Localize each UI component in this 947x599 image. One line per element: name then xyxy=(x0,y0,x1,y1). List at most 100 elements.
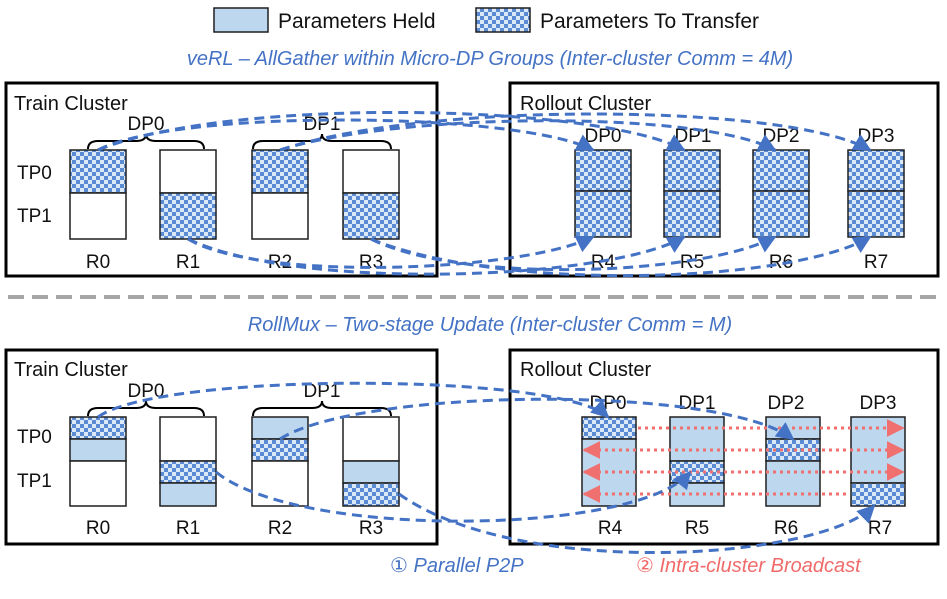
top-r7-tp1-cell xyxy=(847,190,905,238)
top-r3-tp0-cell xyxy=(342,149,400,194)
top-train-cluster-label: Train Cluster xyxy=(14,93,128,115)
bottom-rollout-dp3-label: DP3 xyxy=(860,393,897,414)
top-r0-label: R0 xyxy=(86,252,110,273)
top-rank-r6 xyxy=(752,149,810,238)
top-r5-tp1-cell xyxy=(663,190,721,238)
bottom-rollout-cluster-box xyxy=(508,348,940,546)
bottom-rollout-dp0-label: DP0 xyxy=(590,393,627,414)
bottom-rank-r3 xyxy=(342,416,400,507)
bottom-rollout-cluster: Rollout Cluster DP0 DP1 DP2 DP3 xyxy=(508,348,940,546)
top-r5-label: R5 xyxy=(680,252,704,273)
bottom-r3-label: R3 xyxy=(359,518,383,539)
bottom-r2-tp1-cell xyxy=(251,460,309,507)
legend-transfer-label: Parameters To Transfer xyxy=(540,10,759,33)
legend-held-label: Parameters Held xyxy=(278,10,436,33)
top-r0-tp0-cell xyxy=(69,149,127,194)
bottom-train-cluster-label: Train Cluster xyxy=(14,359,128,381)
legend-held-swatch xyxy=(213,7,269,33)
top-r6-tp1-cell xyxy=(752,190,810,238)
top-tp0-label: TP0 xyxy=(17,163,52,184)
bottom-train-cluster: Train Cluster DP0 DP1 TP0 TP1 R0 R1 xyxy=(4,348,439,546)
bottom-r0-tp0-held xyxy=(69,438,127,462)
bottom-r6-label: R6 xyxy=(774,518,798,539)
top-rollout-dp0-label: DP0 xyxy=(585,126,622,147)
top-r1-tp0-cell xyxy=(159,149,217,194)
bottom-rollout-dp2-label: DP2 xyxy=(768,393,805,414)
top-r3-label: R3 xyxy=(359,252,383,273)
top-arrow-dp1-tp1-b xyxy=(370,235,872,278)
caption-parallel-p2p: ① Parallel P2P xyxy=(390,555,524,577)
bottom-dp1-label: DP1 xyxy=(304,381,341,402)
bottom-r3-tp1-transfer xyxy=(342,482,400,507)
bottom-r3-tp0-cell xyxy=(342,416,400,462)
top-r1-tp1-cell xyxy=(159,192,217,240)
top-rank-r4 xyxy=(574,149,632,238)
bottom-train-cluster-box xyxy=(4,348,439,546)
bottom-r1-tp0-cell xyxy=(159,416,217,462)
bottom-r5-held-top xyxy=(669,416,725,462)
bottom-rank-r2 xyxy=(251,416,309,507)
top-train-cluster: Train Cluster DP0 DP1 TP0 TP1 R0 R1 R2 xyxy=(4,81,439,278)
top-r4-tp0-cell xyxy=(574,149,632,192)
bottom-rank-r1 xyxy=(159,416,217,507)
caption-intra-broadcast: ② Intra-cluster Broadcast xyxy=(636,555,862,577)
p2p-arrow-r3-r7 xyxy=(398,492,876,555)
bottom-title: RollMux – Two-stage Update (Inter-cluste… xyxy=(248,314,732,336)
bottom-r7-label: R7 xyxy=(868,518,892,539)
bottom-tp1-label: TP1 xyxy=(17,471,52,492)
top-r0-tp1-cell xyxy=(69,192,127,240)
top-r2-tp0-cell xyxy=(251,149,309,194)
p2p-arrow-r2-r6 xyxy=(279,397,795,441)
top-dp0-label: DP0 xyxy=(128,114,165,135)
bottom-rollout-cluster-label: Rollout Cluster xyxy=(520,359,652,381)
top-r7-label: R7 xyxy=(864,252,888,273)
top-arrow-dp1-tp0 xyxy=(279,119,777,152)
bottom-r1-label: R1 xyxy=(176,518,200,539)
top-r6-label: R6 xyxy=(769,252,793,273)
bottom-r0-tp0-transfer xyxy=(69,416,127,440)
bottom-r1-tp1-held xyxy=(159,482,217,507)
top-r3-tp1-cell xyxy=(342,192,400,240)
bottom-rank-r7 xyxy=(850,416,906,507)
bottom-r3-tp1-held xyxy=(342,460,400,484)
p2p-arrow-r0-r4 xyxy=(97,381,610,419)
bottom-r4-transfer xyxy=(581,416,637,440)
top-r6-tp0-cell xyxy=(752,149,810,192)
top-r2-tp1-cell xyxy=(251,192,309,240)
top-rollout-cluster: Rollout Cluster DP0 DP1 DP2 DP3 R4 R5 R6… xyxy=(508,81,940,278)
top-tp1-label: TP1 xyxy=(17,206,52,227)
top-arrow-dp0-tp1 xyxy=(187,235,595,269)
bottom-dp1-brace xyxy=(252,400,392,417)
top-r1-label: R1 xyxy=(176,252,200,273)
top-r4-tp1-cell xyxy=(574,190,632,238)
top-arrow-dp1-tp1 xyxy=(370,235,777,272)
p2p-arrow-r1-r5 xyxy=(215,470,692,523)
top-rank-r0 xyxy=(69,149,127,240)
bottom-r5-label: R5 xyxy=(685,518,709,539)
bottom-r1-tp1-transfer xyxy=(159,460,217,484)
bottom-r7-transfer xyxy=(850,482,906,507)
top-arrow-dp0-tp0-b xyxy=(97,110,686,152)
top-rank-r5 xyxy=(663,149,721,238)
broadcast-arrows xyxy=(582,419,905,503)
bottom-r0-label: R0 xyxy=(86,518,110,539)
bottom-rollout-dp1-label: DP1 xyxy=(679,393,716,414)
bottom-r4-label: R4 xyxy=(598,518,623,539)
top-dp1-brace xyxy=(252,133,392,150)
top-rank-r7 xyxy=(847,149,905,238)
bottom-r2-label: R2 xyxy=(268,518,292,539)
top-r5-tp0-cell xyxy=(663,149,721,192)
top-rollout-dp3-label: DP3 xyxy=(858,126,895,147)
top-rollout-dp1-label: DP1 xyxy=(675,126,712,147)
bottom-tp0-label: TP0 xyxy=(17,427,52,448)
top-r7-tp0-cell xyxy=(847,149,905,192)
top-title: veRL – AllGather within Micro-DP Groups … xyxy=(187,48,793,70)
top-rank-r3 xyxy=(342,149,400,240)
top-rank-r2 xyxy=(251,149,309,240)
legend: Parameters Held Parameters To Transfer xyxy=(213,7,759,33)
top-r2-label: R2 xyxy=(268,252,292,273)
top-rollout-cluster-box xyxy=(508,81,940,278)
legend-transfer-swatch xyxy=(475,7,531,33)
bottom-rank-r0 xyxy=(69,416,127,507)
